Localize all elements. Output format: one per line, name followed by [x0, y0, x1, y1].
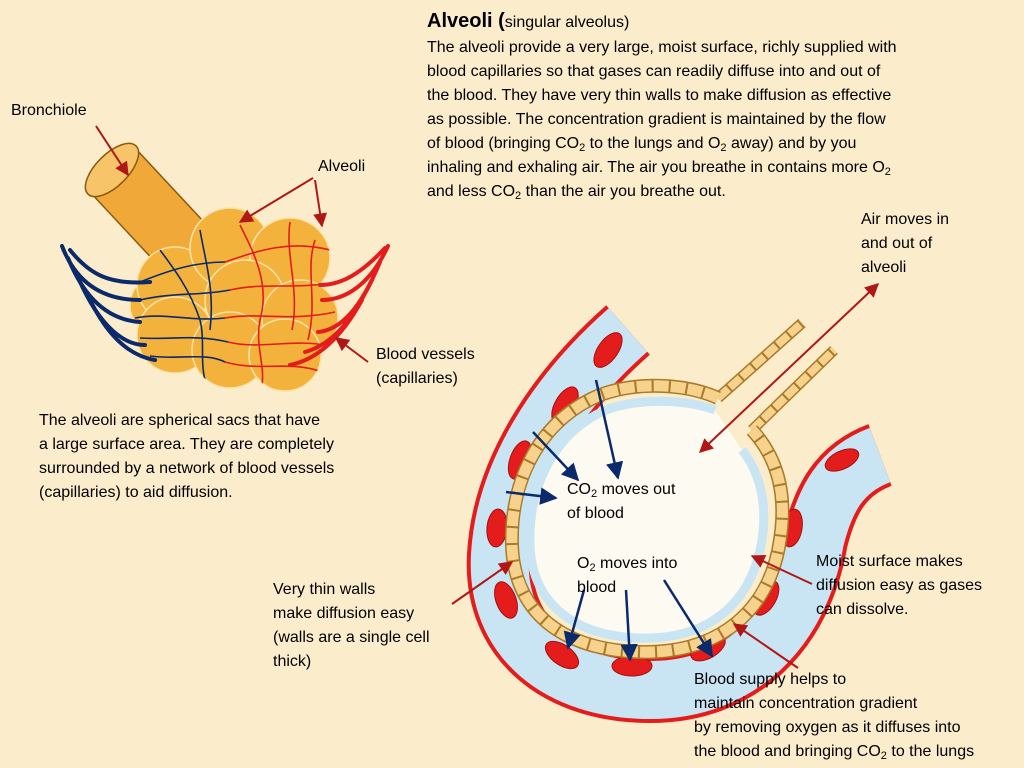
main-deoxygenated-vessels — [60, 244, 157, 362]
bronchiole-label: Bronchiole — [11, 102, 87, 119]
label-line: thick) — [273, 653, 312, 670]
text-run: O — [577, 555, 590, 572]
label-line: Very thin walls — [273, 581, 376, 598]
text-run: moves into — [595, 555, 678, 572]
text-run: away) and by you — [726, 135, 857, 152]
cross-section-pointer-arrows — [451, 283, 880, 669]
pointer-arrows — [95, 125, 369, 363]
caption-line: The alveoli are spherical sacs that have — [39, 412, 321, 429]
description-line: the blood. They have very thin walls to … — [427, 87, 892, 104]
text-run: the blood and bringing CO — [694, 743, 881, 760]
label-line: (capillaries) — [376, 370, 458, 387]
text-run: to the lungs and O — [585, 135, 721, 152]
label-line: can dissolve. — [816, 601, 909, 618]
label-line: diffusion easy as gases — [816, 577, 983, 594]
label-line: by removing oxygen as it diffuses into — [694, 719, 961, 736]
label-line: Blood supply helps to — [694, 671, 847, 688]
alveoli-label: Alveoli — [318, 158, 366, 175]
label-line: and out of — [861, 235, 933, 252]
page-title: Alveoli (singular alveolus) — [427, 6, 629, 38]
label-line: CO2 moves out — [567, 478, 675, 502]
diffusion-arrows — [505, 379, 714, 662]
label-line: of blood — [567, 505, 624, 522]
label-line: make diffusion easy — [273, 605, 415, 622]
caption-line: a large surface area. They are completel… — [39, 436, 334, 453]
label-line: alveoli — [861, 259, 907, 276]
text-run: than the air you breathe out. — [521, 183, 726, 200]
subscript: 2 — [880, 750, 887, 762]
subscript: 2 — [884, 166, 891, 178]
text-run: and less CO — [427, 183, 516, 200]
subscript: 2 — [720, 142, 727, 154]
capillary-network — [134, 221, 336, 386]
text-run: to the lungs — [886, 743, 975, 760]
text-run: CO — [567, 481, 591, 498]
description-line: as possible. The concentration gradient … — [427, 111, 886, 128]
description-line: inhaling and exhaling air. The air you b… — [427, 156, 891, 180]
label-line: maintain concentration gradient — [694, 695, 918, 712]
text-run: moves out — [597, 481, 676, 498]
label-line: Air moves in — [861, 211, 950, 228]
label-line: (walls are a single cell — [273, 629, 430, 646]
air-duct-walls — [714, 318, 838, 434]
caption-line: surrounded by a network of blood vessels — [39, 460, 335, 477]
caption-line: (capillaries) to aid diffusion. — [39, 484, 233, 501]
subscript: 2 — [591, 488, 598, 500]
title-paren: ( — [492, 10, 505, 32]
label-line: O2 moves into — [577, 552, 677, 576]
description-line: blood capillaries so that gases can read… — [427, 63, 881, 80]
title-main: Alveoli — [427, 10, 493, 32]
subscript: 2 — [579, 142, 586, 154]
label-line: blood — [577, 579, 617, 596]
main-oxygenated-vessels — [288, 244, 390, 367]
description-line: of blood (bringing CO2 to the lungs and … — [427, 132, 856, 156]
title-note: singular alveolus) — [504, 14, 630, 31]
subscript: 2 — [515, 190, 522, 202]
text-run: inhaling and exhaling air. The air you b… — [427, 159, 885, 176]
description-line: The alveoli provide a very large, moist … — [427, 39, 897, 56]
text-run: of blood (bringing CO — [427, 135, 580, 152]
label-line: the blood and bringing CO2 to the lungs — [694, 740, 974, 764]
alveolus-cross-section — [466, 305, 894, 724]
label-line: Blood vessels — [376, 346, 475, 363]
label-line: Moist surface makes — [816, 553, 963, 570]
subscript: 2 — [589, 562, 596, 574]
description-line: and less CO2 than the air you breathe ou… — [427, 180, 726, 204]
